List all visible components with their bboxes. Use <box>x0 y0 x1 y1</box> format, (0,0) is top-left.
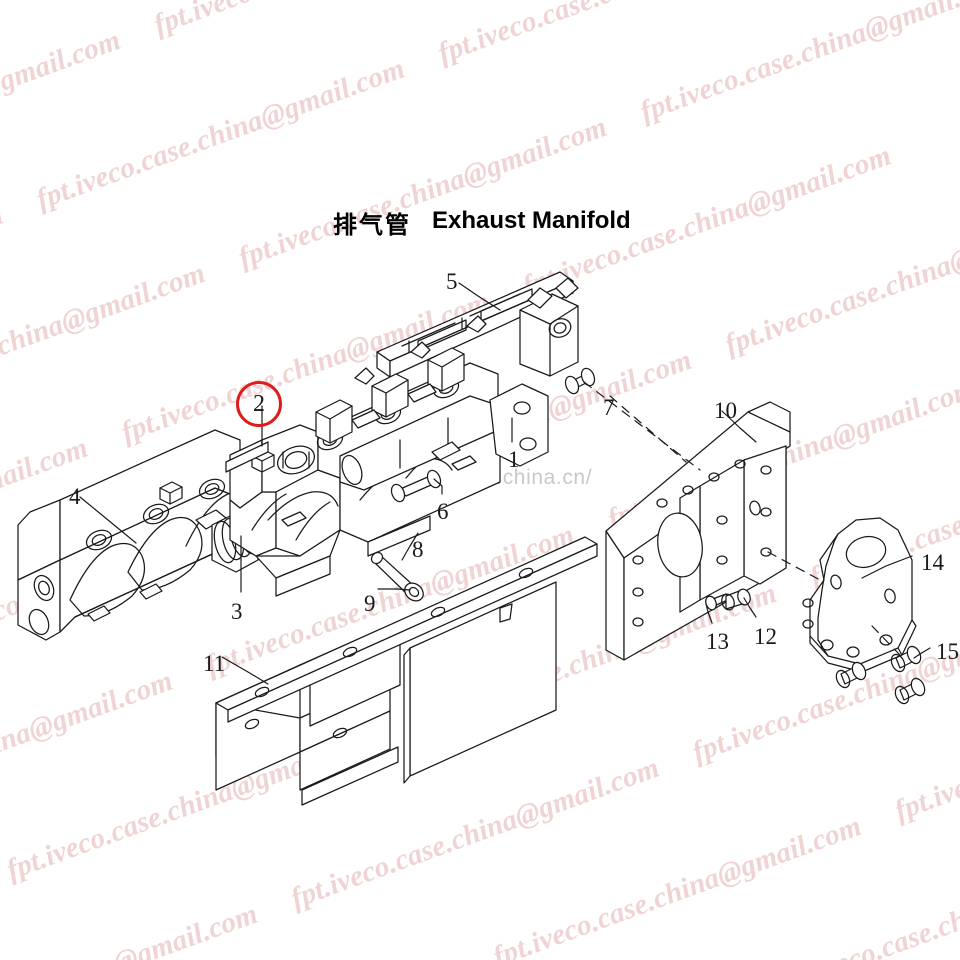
part-11-heat-shield-cover <box>215 536 598 806</box>
callout-number-14: 14 <box>921 550 944 575</box>
part-2-manifold-front <box>229 424 341 597</box>
dash-bolt-15 <box>871 625 901 656</box>
leader-14 <box>861 555 913 579</box>
callout-number-3: 3 <box>231 599 243 624</box>
dash-bracket <box>767 551 821 581</box>
page-title-english: Exhaust Manifold <box>432 207 631 234</box>
leader-9 <box>377 588 411 591</box>
page-title-chinese: 排气管 <box>333 211 411 239</box>
leader-13 <box>705 603 713 624</box>
leader-4 <box>79 496 137 544</box>
part-9-washer <box>404 582 424 602</box>
dash-7b <box>609 395 687 463</box>
leader-8 <box>401 532 419 561</box>
part-12-hex-bolt <box>721 588 751 611</box>
part-7-flange-bolt <box>564 367 596 395</box>
callout-number-7: 7 <box>603 395 615 420</box>
leader-13b <box>743 597 757 618</box>
callout-number-10: 10 <box>714 398 737 423</box>
leader-15 <box>913 647 931 659</box>
callout-number-15: 15 <box>936 639 959 664</box>
callout-number-2: 2 <box>236 381 282 427</box>
part-10-frame-rail <box>605 401 791 661</box>
part-1-manifold-center <box>315 277 579 557</box>
callout-number-5: 5 <box>446 269 458 294</box>
assembly-dashed-lines <box>583 381 901 656</box>
callout-number-8: 8 <box>412 537 424 562</box>
callout-number-13: 13 <box>706 629 729 654</box>
callout-number-6: 6 <box>437 499 449 524</box>
part-14-support-bracket-plate <box>802 517 917 673</box>
dash-7-to-rail <box>583 381 701 471</box>
part-15-hex-bolt-small <box>835 645 926 705</box>
leader-11 <box>221 656 269 685</box>
part-2-top-rail <box>225 441 269 473</box>
leader-10 <box>721 410 757 443</box>
leader-5 <box>458 282 501 311</box>
callout-number-12: 12 <box>754 624 777 649</box>
callout-number-11: 11 <box>203 651 226 676</box>
leader-6 <box>433 478 443 495</box>
part-4-manifold-rear <box>17 429 246 641</box>
part-6-mounting-stud <box>281 469 442 527</box>
callout-number-4: 4 <box>69 484 81 509</box>
callout-number-9: 9 <box>364 591 376 616</box>
callout-number-1: 1 <box>508 447 520 472</box>
